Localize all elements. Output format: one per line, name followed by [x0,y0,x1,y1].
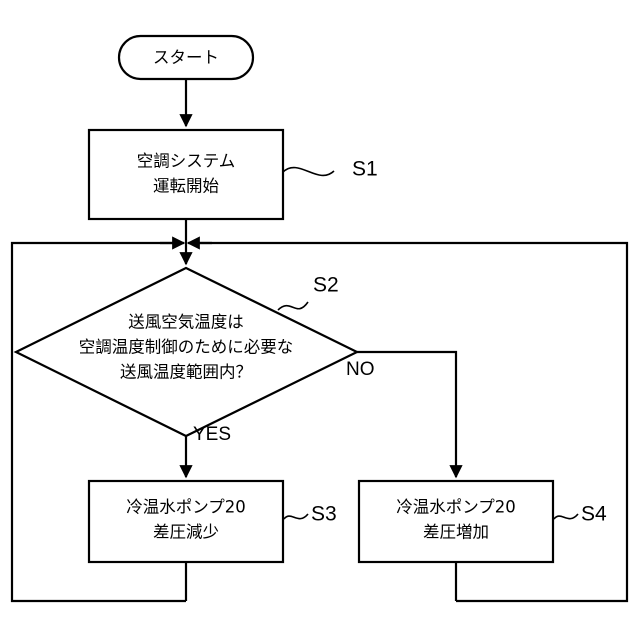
s2-leader-line [277,301,309,311]
s2-label-line3: 送風温度範囲内？ [120,363,252,382]
s4-leader-line [553,513,579,520]
s3-reference-callout: S3 [283,503,337,526]
start-label: スタート [153,48,219,67]
s3-reference-label: S3 [311,503,337,526]
branch-label-no: NO [346,359,375,380]
connector-s2-no-to-s4 [357,350,463,479]
s4-reference-callout: S4 [553,503,607,526]
s2-diamond-shape [13,266,360,438]
s3-box-shape [87,479,285,564]
s3-leader-line [283,513,309,520]
s4-label-line2: 差圧増加 [423,523,489,542]
s3-label-line1: 冷温水ポンプ20 [126,498,246,517]
s1-label-line1: 空調システム [137,152,236,171]
node-start[interactable]: スタート [117,34,255,81]
s1-leader-line [282,166,335,177]
s2-reference-callout: S2 [277,274,339,311]
node-s1[interactable]: 空調システム 運転開始 [87,128,285,221]
s2-label-line2: 空調温度制御のために必要な [79,338,294,357]
node-s2[interactable]: 送風空気温度は 空調温度制御のために必要な 送風温度範囲内？ [13,266,360,438]
node-s4[interactable]: 冷温水ポンプ20 差圧増加 [357,479,555,564]
start-terminator-shape [117,34,255,81]
s3-label-line2: 差圧減少 [153,523,219,542]
branch-label-yes: YES [193,424,231,445]
s4-label-line1: 冷温水ポンプ20 [396,498,516,517]
loop-back-left-line [10,241,186,603]
loop-back-right-line [194,241,629,603]
loop-back-path-group [10,236,629,603]
s1-reference-callout: S1 [282,158,378,181]
s4-box-shape [357,479,555,564]
s1-box-shape [87,128,285,221]
node-s3[interactable]: 冷温水ポンプ20 差圧減少 [87,479,285,564]
s1-label-line2: 運転開始 [153,177,219,196]
s2-label-line1: 送風空気温度は [128,313,244,332]
s1-reference-label: S1 [352,158,378,181]
s2-reference-label: S2 [313,274,339,297]
s4-reference-label: S4 [581,503,607,526]
